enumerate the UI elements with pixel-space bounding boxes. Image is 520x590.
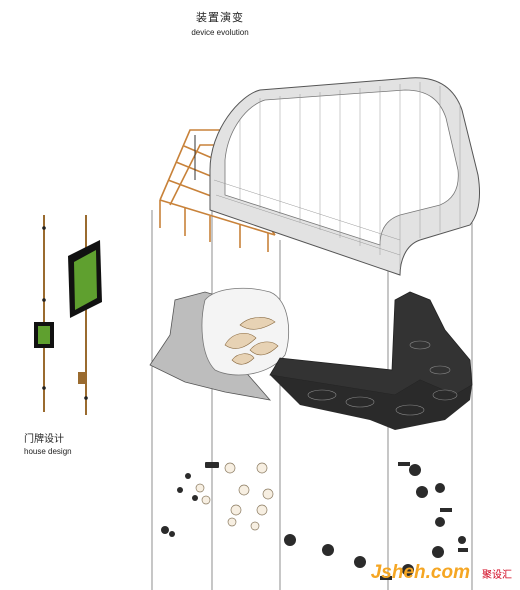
watermark-latin: Jsheh: [370, 562, 426, 583]
floor-plan: [149, 287, 473, 430]
house-design-label: 门牌设计: [24, 434, 64, 445]
table-set-icon: [161, 526, 175, 537]
screen-wall: [209, 77, 481, 276]
page-title: 装置演变: [196, 11, 244, 24]
furniture-layout: [161, 462, 468, 580]
sign-post-icon: [34, 215, 102, 415]
sculpture-icon: [224, 317, 279, 365]
projection-lines: [151, 210, 473, 590]
house-design-sublabel: house design: [24, 447, 72, 456]
watermark-cn: 聚设汇: [482, 570, 512, 581]
page-subtitle: device evolution: [191, 28, 249, 37]
watermark-latin-suffix: .com: [425, 562, 470, 583]
